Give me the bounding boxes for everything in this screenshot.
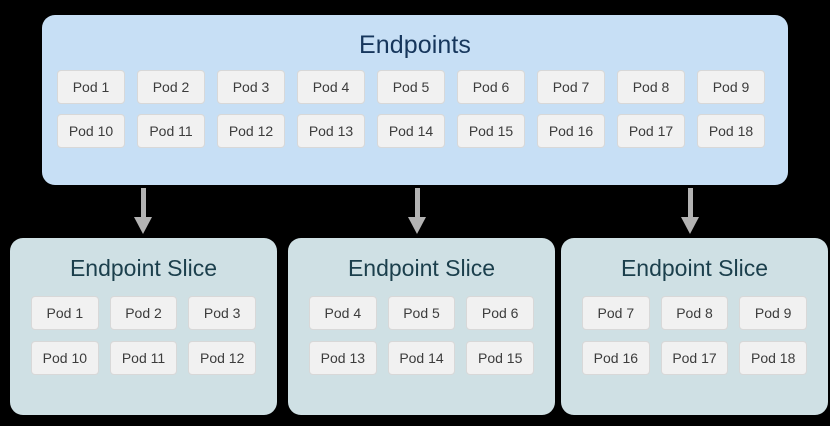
slice-pod-row-2: Pod 16 Pod 17 Pod 18 [582,341,808,375]
arrow-head [408,217,426,234]
arrow-shaft [141,188,146,220]
endpoint-slice-title: Endpoint Slice [69,255,218,281]
pod-chip[interactable]: Pod 18 [739,341,808,375]
slice-pod-row-1: Pod 7 Pod 8 Pod 9 [582,296,808,330]
endpoint-slice-container-3: Endpoint Slice Pod 7 Pod 8 Pod 9 Pod 16 … [561,238,828,415]
pod-chip[interactable]: Pod 15 [457,114,525,148]
pod-chip[interactable]: Pod 8 [617,70,685,104]
pod-chip[interactable]: Pod 1 [31,296,99,330]
pod-chip[interactable]: Pod 10 [57,114,125,148]
endpoint-slice-pod-grid: Pod 4 Pod 5 Pod 6 Pod 13 Pod 14 Pod 15 [309,296,535,375]
endpoint-slice-container-2: Endpoint Slice Pod 4 Pod 5 Pod 6 Pod 13 … [288,238,555,415]
pod-chip[interactable]: Pod 5 [377,70,445,104]
arrow-shaft [688,188,693,220]
pod-chip[interactable]: Pod 1 [57,70,125,104]
pod-chip[interactable]: Pod 3 [217,70,285,104]
pod-chip[interactable]: Pod 16 [582,341,650,375]
slice-pod-row-1: Pod 4 Pod 5 Pod 6 [309,296,535,330]
pod-chip[interactable]: Pod 7 [582,296,650,330]
pod-chip[interactable]: Pod 14 [387,341,456,375]
pod-chip[interactable]: Pod 15 [466,341,535,375]
endpoint-slice-container-1: Endpoint Slice Pod 1 Pod 2 Pod 3 Pod 10 … [10,238,277,415]
endpoint-slice-title: Endpoint Slice [347,255,496,281]
pod-chip[interactable]: Pod 10 [31,341,99,375]
pod-chip[interactable]: Pod 17 [660,341,729,375]
endpoint-slice-pod-grid: Pod 1 Pod 2 Pod 3 Pod 10 Pod 11 Pod 12 [31,296,257,375]
pod-chip[interactable]: Pod 4 [309,296,377,330]
slice-pod-row-2: Pod 13 Pod 14 Pod 15 [309,341,535,375]
endpoints-container: Endpoints Pod 1 Pod 2 Pod 3 Pod 4 Pod 5 … [42,15,788,185]
slice-pod-row-2: Pod 10 Pod 11 Pod 12 [31,341,257,375]
pod-chip[interactable]: Pod 14 [377,114,445,148]
pod-chip[interactable]: Pod 13 [297,114,365,148]
pod-chip[interactable]: Pod 12 [188,341,257,375]
arrow-down-icon-3 [678,188,702,234]
endpoint-slice-title: Endpoint Slice [620,255,769,281]
pod-chip[interactable]: Pod 2 [137,70,205,104]
pod-chip[interactable]: Pod 6 [457,70,525,104]
pod-chip[interactable]: Pod 16 [537,114,605,148]
arrow-down-icon-1 [131,188,155,234]
slice-pod-row-1: Pod 1 Pod 2 Pod 3 [31,296,257,330]
pod-chip[interactable]: Pod 6 [466,296,535,330]
endpoints-pod-row-2: Pod 10 Pod 11 Pod 12 Pod 13 Pod 14 Pod 1… [57,114,773,148]
pod-chip[interactable]: Pod 9 [697,70,765,104]
endpoint-slice-pod-grid: Pod 7 Pod 8 Pod 9 Pod 16 Pod 17 Pod 18 [582,296,808,375]
arrow-head [681,217,699,234]
arrow-head [134,217,152,234]
endpoints-pod-grid: Pod 1 Pod 2 Pod 3 Pod 4 Pod 5 Pod 6 Pod … [57,70,773,148]
pod-chip[interactable]: Pod 18 [697,114,765,148]
arrow-down-icon-2 [405,188,429,234]
pod-chip[interactable]: Pod 2 [109,296,178,330]
pod-chip[interactable]: Pod 4 [297,70,365,104]
endpoints-title: Endpoints [358,31,472,59]
pod-chip[interactable]: Pod 17 [617,114,685,148]
pod-chip[interactable]: Pod 11 [137,114,205,148]
pod-chip[interactable]: Pod 11 [109,341,178,375]
pod-chip[interactable]: Pod 8 [660,296,729,330]
pod-chip[interactable]: Pod 9 [739,296,808,330]
arrow-shaft [415,188,420,220]
pod-chip[interactable]: Pod 5 [387,296,456,330]
endpoints-pod-row-1: Pod 1 Pod 2 Pod 3 Pod 4 Pod 5 Pod 6 Pod … [57,70,773,104]
pod-chip[interactable]: Pod 13 [309,341,377,375]
pod-chip[interactable]: Pod 7 [537,70,605,104]
pod-chip[interactable]: Pod 3 [188,296,257,330]
pod-chip[interactable]: Pod 12 [217,114,285,148]
